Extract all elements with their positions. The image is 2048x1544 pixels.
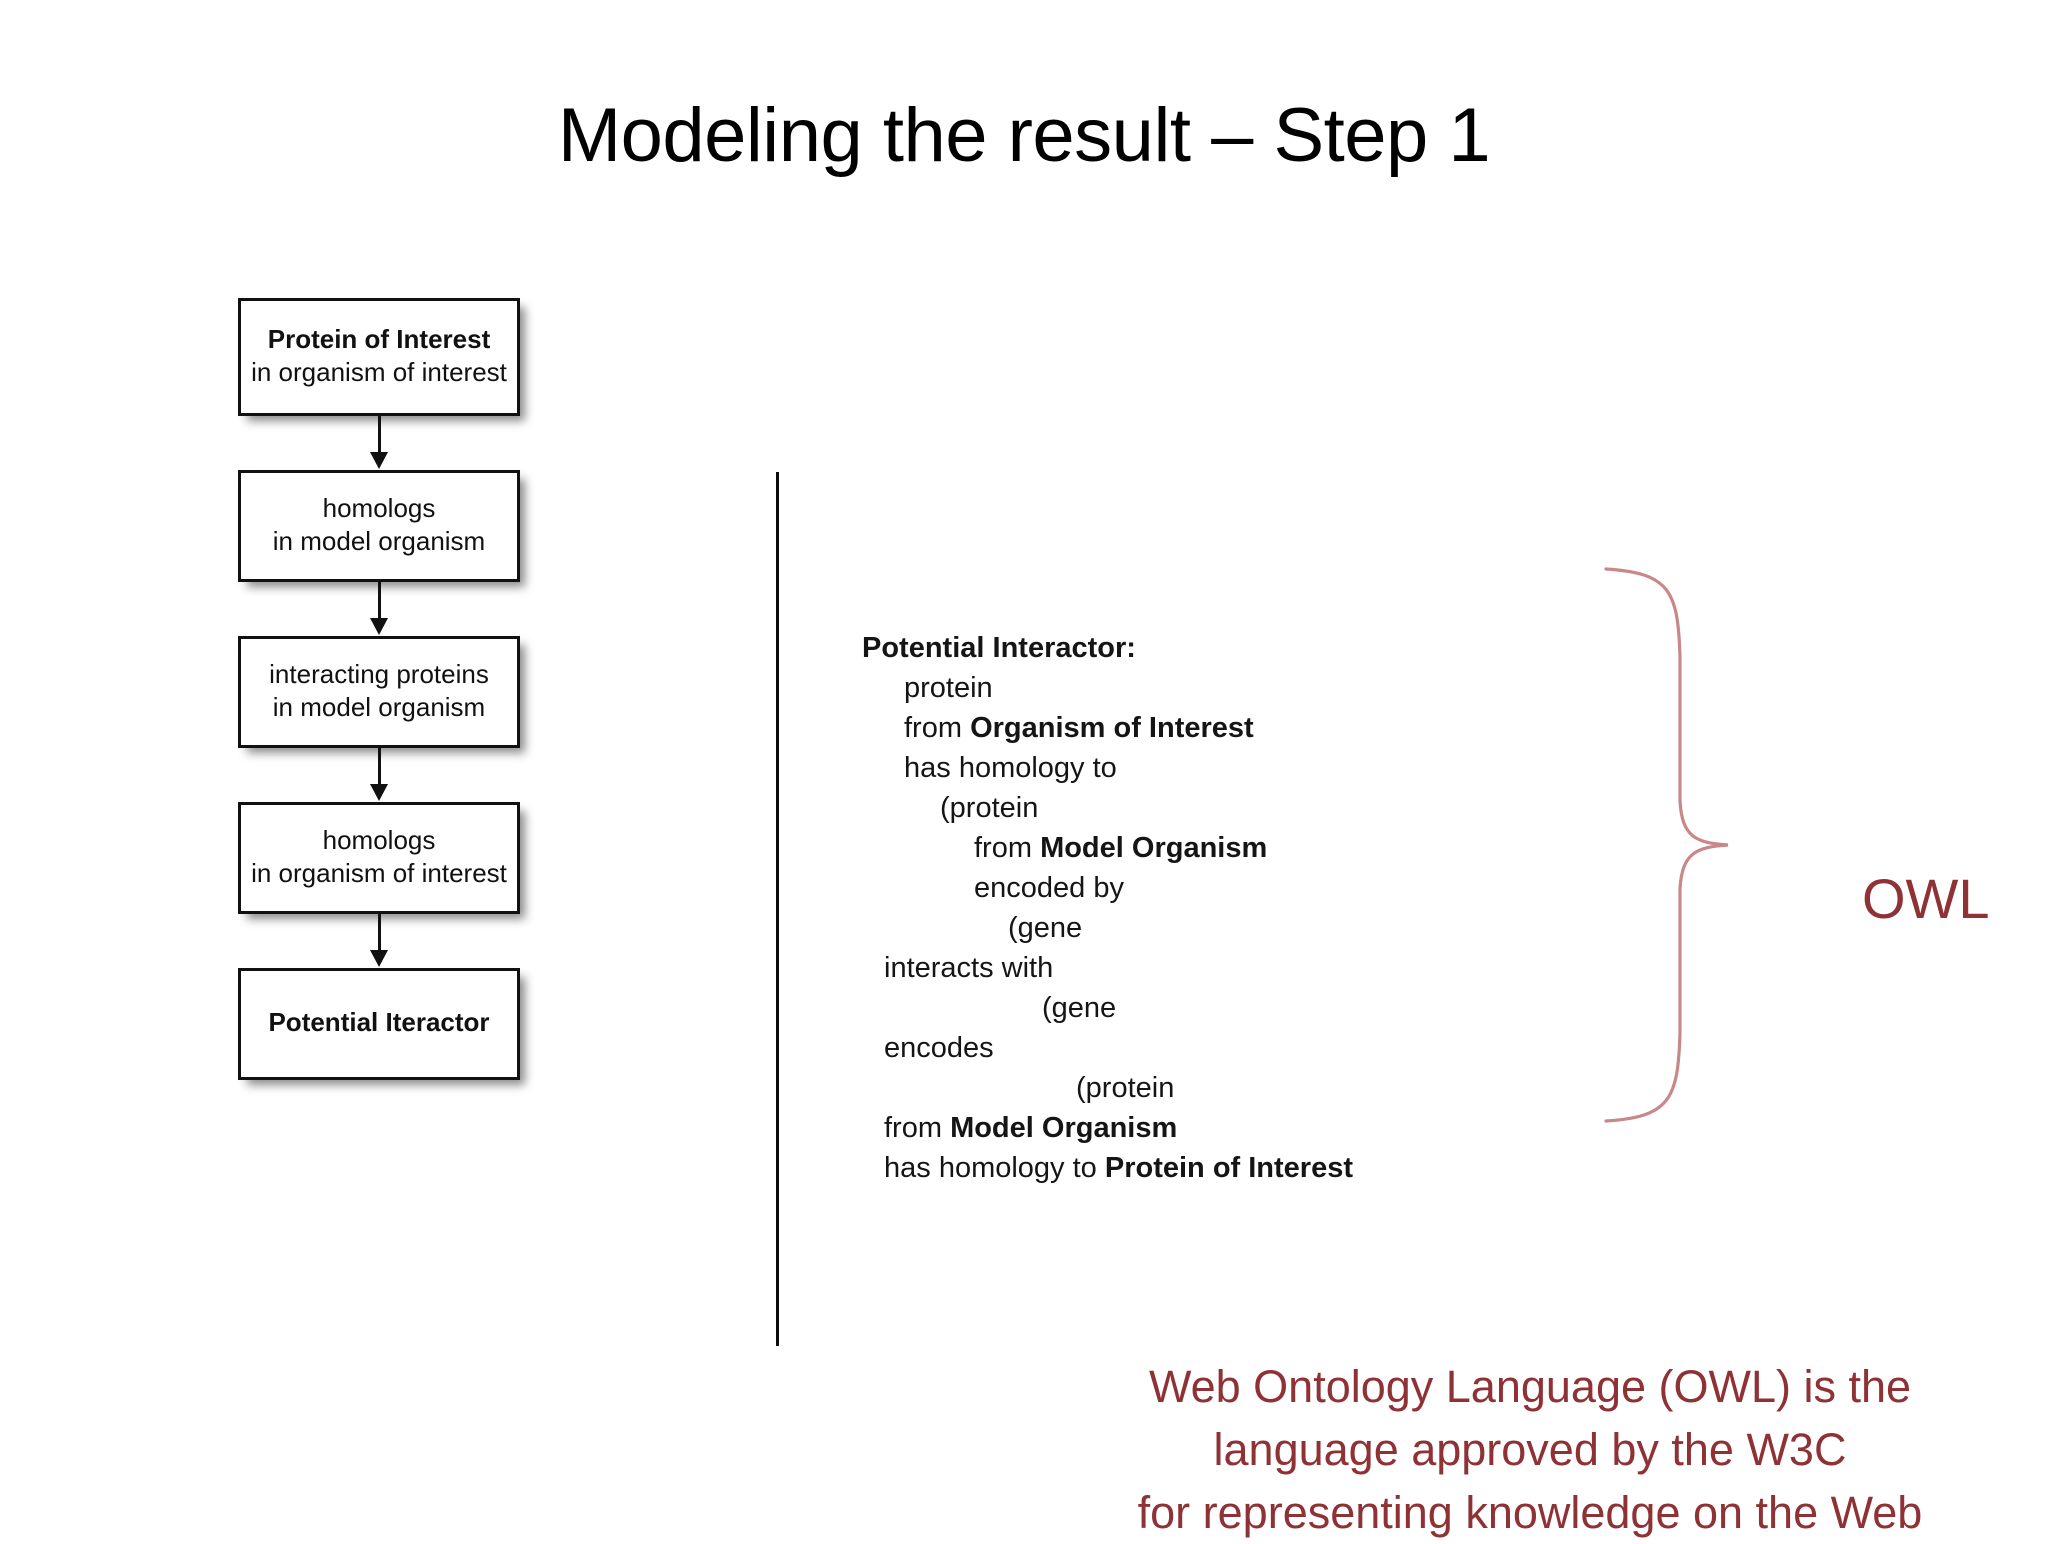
flow-box-homologs-model: homologs in model organism [238,470,520,582]
owl-expression-line: (gene [1008,912,1083,944]
arrow-stem [377,416,381,456]
flow-box-line-secondary: in model organism [272,692,486,722]
owl-expression-line: (protein [1076,1072,1175,1104]
vertical-divider [776,472,779,1346]
flow-box-protein-of-interest: Protein of Interest in organism of inter… [238,298,520,416]
flow-box-interacting-proteins: interacting proteins in model organism [238,636,520,748]
arrow-head [370,784,388,801]
arrow-head [370,950,388,967]
owl-expression-line: interacts with [884,952,1054,984]
owl-expression-heading: Potential Interactor: [862,632,1136,664]
flow-arrow-down-icon [238,914,520,968]
flow-box-line-secondary: in organism of interest [251,357,507,387]
flow-box-potential-iteractor: Potential Iteractor [238,968,520,1080]
owl-expression-line: has homology to [904,752,1117,784]
page-title: Modeling the result – Step 1 [557,93,1491,178]
flow-arrow-down-icon [238,416,520,470]
owl-expression-line: from Organism of Interest [904,712,1254,744]
footer-note-line-1: Web Ontology Language (OWL) is the [1148,1361,1912,1412]
flow-box-line-primary: Protein of Interest [267,323,491,354]
owl-expression-line: (protein [940,792,1039,824]
owl-expression-line: has homology to Protein of Interest [884,1152,1354,1184]
owl-expression-line: from Model Organism [974,832,1268,864]
owl-expression-line: protein [904,672,993,704]
owl-expression-block: Potential Interactor: protein from Organi… [862,628,1353,1188]
flow-box-line-secondary: in organism of interest [251,858,507,888]
arrow-stem [377,914,381,954]
owl-expression-line: encodes [884,1032,994,1064]
footer-note-line-2: language approved by the W3C [1213,1424,1847,1475]
owl-expression-line: from Model Organism [884,1112,1178,1144]
arrow-head [370,618,388,635]
curly-brace-icon [1604,567,1729,1123]
flow-box-line-secondary: in model organism [272,526,486,556]
owl-expression-line: (gene [1042,992,1117,1024]
flowchart-diagram: Protein of Interest in organism of inter… [238,298,528,1080]
footer-note-line-3: for representing knowledge on the Web [1137,1487,1923,1538]
flow-arrow-down-icon [238,748,520,802]
flow-box-line-primary: interacting proteins [269,658,489,689]
owl-expression-line: encoded by [974,872,1124,904]
arrow-stem [377,748,381,788]
arrow-head [370,452,388,469]
arrow-stem [377,582,381,622]
flow-box-line-primary: Potential Iteractor [268,1007,490,1038]
flow-arrow-down-icon [238,582,520,636]
flow-box-homologs-interest: homologs in organism of interest [238,802,520,914]
flow-box-line-primary: homologs [322,492,436,523]
footer-note: Web Ontology Language (OWL) is the langu… [1020,1355,2040,1544]
owl-bracket-label: OWL [1862,867,1990,930]
owl-expression-lines: protein from Organism of Interest has homo… [862,668,1353,1188]
flow-box-line-primary: homologs [322,824,436,855]
